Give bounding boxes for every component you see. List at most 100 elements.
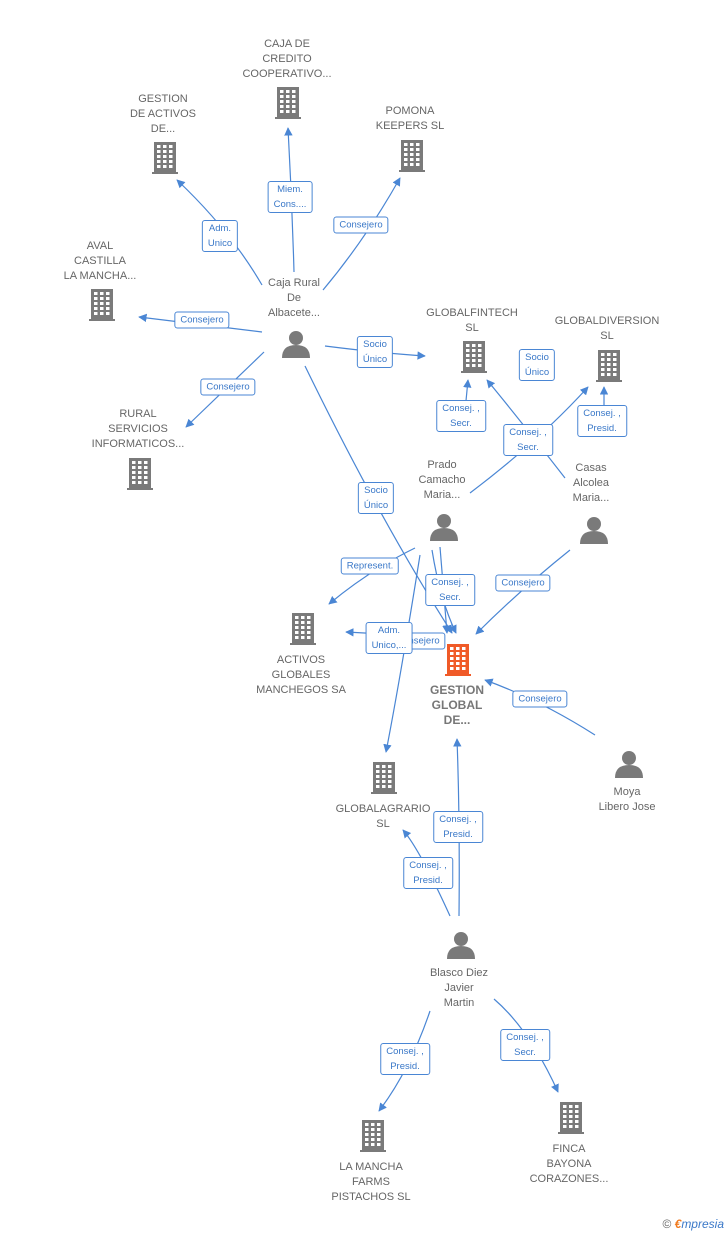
person-icon-blasco[interactable] bbox=[447, 932, 475, 959]
node-label-line: Moya bbox=[613, 786, 641, 798]
edge-label-adm-unico-activos[interactable]: Adm. Unico,... bbox=[365, 622, 413, 654]
edge-label-prado-diversion[interactable]: Consej. ,Secr. bbox=[503, 424, 553, 456]
node-label-line: GLOBALAGRARIO bbox=[335, 803, 431, 815]
node-label-line: SL bbox=[465, 322, 479, 334]
edge-label-line: Presid. bbox=[390, 1061, 420, 1072]
edge-label-blasco-gestion[interactable]: Consej. ,Presid. bbox=[433, 811, 483, 843]
node-label-line: DE ACTIVOS bbox=[129, 108, 197, 120]
node-label-line: FINCA bbox=[552, 1143, 586, 1155]
building-icon-la-mancha[interactable] bbox=[360, 1120, 386, 1152]
edge-label-line: Consej. , bbox=[431, 577, 469, 588]
edge-label-moya-gestion[interactable]: Consejero bbox=[512, 690, 568, 708]
building-icon-gestion-global[interactable] bbox=[445, 644, 471, 676]
building-icon-globaldiversion[interactable] bbox=[596, 350, 622, 382]
node-label-line: BAYONA bbox=[546, 1158, 592, 1170]
relationship-edge bbox=[322, 177, 401, 291]
node-label-la-mancha[interactable]: LA MANCHA FARMS PISTACHOS SL bbox=[331, 1160, 410, 1205]
edge-label-line: Consej. , bbox=[386, 1046, 424, 1057]
node-label-line: LA MANCHA... bbox=[63, 270, 137, 282]
edge-label-casas-gestion[interactable]: Consejero bbox=[495, 574, 551, 592]
edge-label-line: Secr. bbox=[514, 1047, 536, 1058]
person-icon-moya[interactable] bbox=[615, 751, 643, 778]
edge-label-line: Represent. bbox=[346, 560, 394, 572]
edge-label-prado-gestion[interactable]: Consej. , Secr. bbox=[425, 574, 475, 606]
edge-label-miem-cons[interactable]: Miem.Cons.... bbox=[267, 181, 313, 213]
building-icon-rural-servicios[interactable] bbox=[127, 458, 153, 490]
edge-label-line: Secr. bbox=[439, 592, 461, 603]
building-icon-pomona[interactable] bbox=[399, 140, 425, 172]
node-label-line: Caja Rural bbox=[268, 277, 320, 289]
person-icon-prado[interactable] bbox=[430, 514, 458, 541]
person-icon-casas[interactable] bbox=[580, 517, 608, 544]
edge-label-consejero-rural[interactable]: Consejero bbox=[200, 378, 256, 396]
node-label-line: MANCHEGOS SA bbox=[256, 684, 346, 696]
edge-label-line: Consejero bbox=[396, 635, 440, 647]
node-label-line: Maria... bbox=[572, 492, 610, 504]
edge-label-line: Unico,... bbox=[371, 640, 407, 651]
building-icon-aval-castilla[interactable] bbox=[89, 289, 115, 321]
edge-label-blasco-finca[interactable]: Consej. ,Secr. bbox=[500, 1029, 550, 1061]
edge-label-line: Secr. bbox=[517, 442, 539, 453]
building-icon-activos-globales[interactable] bbox=[290, 613, 316, 645]
building-icon-gestion-activos[interactable] bbox=[152, 142, 178, 174]
node-label-line: Prado bbox=[427, 459, 457, 471]
edge-label-line: Socio bbox=[363, 339, 387, 350]
edge-label-line: Socio bbox=[525, 352, 549, 363]
node-label-line: Alcolea bbox=[572, 477, 610, 489]
node-label-globalagrario[interactable]: GLOBALAGRARIO SL bbox=[336, 802, 431, 832]
node-label-line: AVAL bbox=[86, 240, 114, 252]
node-label-line: SL bbox=[376, 818, 390, 830]
edge-label-line: Consej. , bbox=[439, 814, 477, 825]
edge-label-blasco-lamancha[interactable]: Consej. , Presid. bbox=[380, 1043, 430, 1075]
node-label-line: FARMS bbox=[352, 1176, 390, 1188]
edge-label-line: Consejero bbox=[180, 314, 224, 326]
edge-label-line: Adm. bbox=[377, 625, 401, 636]
node-label-line: INFORMATICOS... bbox=[91, 438, 185, 450]
node-label-finca-bayona[interactable]: FINCA BAYONA CORAZONES... bbox=[530, 1142, 609, 1187]
node-label-line: GESTION bbox=[429, 683, 485, 697]
node-label-line: Javier bbox=[444, 982, 474, 994]
node-label-line: KEEPERS SL bbox=[375, 120, 445, 132]
edge-label-casas-diversion[interactable]: Consej. ,Presid. bbox=[577, 405, 627, 437]
building-icon-caja-credito[interactable] bbox=[275, 87, 301, 119]
node-label-line: SERVICIOS bbox=[108, 423, 168, 435]
edge-label-blasco-agrario[interactable]: Consej. ,Presid. bbox=[403, 857, 453, 889]
node-label-line: GLOBALDIVERSION bbox=[554, 315, 660, 327]
node-label-line: LA MANCHA bbox=[339, 1161, 403, 1173]
empresia-logo: © €mpresia bbox=[662, 1217, 724, 1231]
building-icon-finca-bayona[interactable] bbox=[558, 1102, 584, 1134]
edge-label-line: Consej. , bbox=[442, 403, 480, 414]
node-label-line: CREDITO bbox=[262, 53, 312, 65]
edge-label-adm-unico[interactable]: Adm.Unico bbox=[201, 220, 239, 252]
edge-label-consejero-pomona[interactable]: Consejero bbox=[333, 216, 389, 234]
relationship-edge bbox=[383, 554, 421, 753]
person-icon-caja-rural[interactable] bbox=[282, 331, 310, 358]
edge-label-represent[interactable]: Represent. bbox=[340, 557, 400, 575]
node-label-line: GESTION bbox=[138, 93, 188, 105]
node-label-line: CORAZONES... bbox=[529, 1173, 609, 1185]
edge-label-prado-fintech[interactable]: Consej. ,Secr. bbox=[436, 400, 486, 432]
building-icon-globalfintech[interactable] bbox=[461, 341, 487, 373]
edge-label-line: Presid. bbox=[587, 423, 617, 434]
building-icon-globalagrario[interactable] bbox=[371, 762, 397, 794]
edge-label-consejero-aval[interactable]: Consejero bbox=[174, 311, 230, 329]
node-label-line: PISTACHOS SL bbox=[331, 1191, 411, 1203]
